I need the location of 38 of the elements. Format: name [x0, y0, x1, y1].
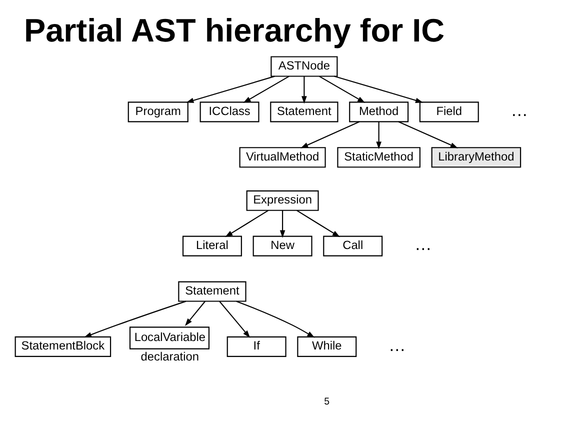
arrow: [186, 76, 274, 103]
node-box: LibraryMethod: [430, 147, 521, 168]
node-box: StaticMethod: [336, 147, 420, 168]
node-box: Expression: [246, 190, 318, 211]
diagram-title: Partial AST hierarchy for IC: [23, 12, 444, 49]
node-box: VirtualMethod: [238, 147, 326, 168]
node-box: Literal: [182, 236, 242, 256]
arrow: [224, 210, 268, 238]
label: …: [414, 234, 432, 254]
node-box: New: [252, 236, 312, 256]
arrow: [296, 210, 340, 238]
arrow: [83, 300, 186, 338]
arrow: [236, 300, 314, 338]
arrow: [279, 210, 285, 238]
arrow: [398, 121, 458, 148]
arrow: [184, 301, 205, 326]
label: …: [510, 100, 528, 120]
node-box: ASTNode: [270, 56, 338, 77]
arrow: [218, 301, 250, 338]
node-box: Statement: [270, 102, 338, 122]
node-box: ICClass: [199, 102, 259, 122]
arrow: [301, 76, 306, 104]
label: …: [388, 334, 406, 355]
node-box: Call: [322, 236, 382, 256]
node-box: Field: [418, 102, 478, 122]
arrow: [334, 76, 423, 103]
node-box: StatementBlock: [14, 336, 111, 357]
arrow: [300, 121, 360, 148]
node-box: Program: [127, 102, 188, 122]
node-box: Statement: [178, 281, 246, 302]
node-box: If: [226, 336, 286, 357]
node-box: While: [296, 336, 356, 357]
arrow: [242, 76, 289, 103]
arrow: [318, 76, 365, 103]
label: 5: [324, 396, 330, 408]
node-box: Method: [348, 102, 408, 122]
node-label: declaration: [140, 350, 198, 364]
arrow: [376, 122, 381, 150]
